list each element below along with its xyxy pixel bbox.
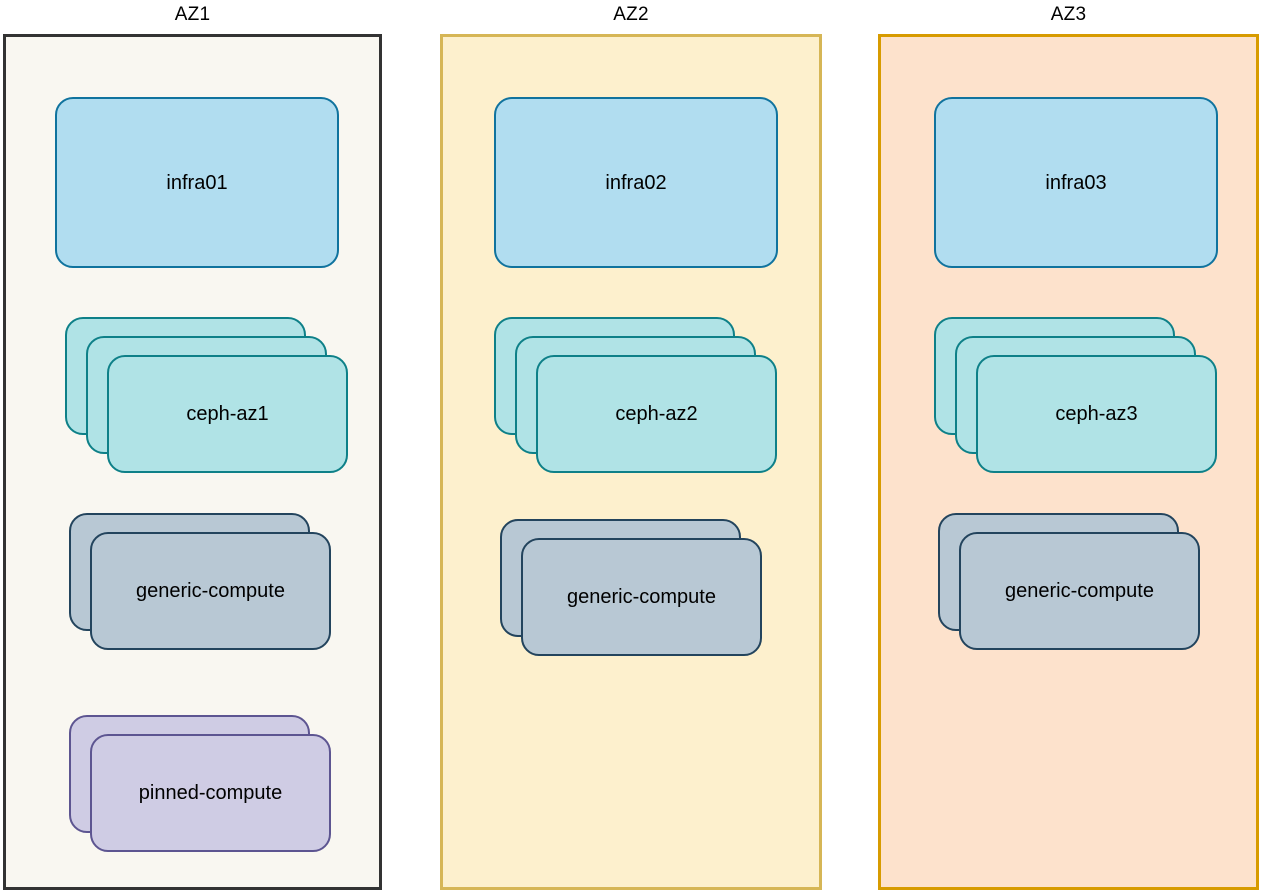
node-label-az2-ceph: ceph-az2	[615, 403, 698, 425]
az-title-az1: AZ1	[174, 4, 211, 25]
az-container-az1[interactable]: infra01 ceph-az1 generic-compute pinned-com…	[3, 34, 382, 890]
node-card-az3-infra[interactable]: infra03	[934, 97, 1218, 268]
node-label-az1-infra: infra01	[166, 171, 228, 194]
node-label-az3-infra: infra03	[1045, 171, 1107, 194]
node-card-az3-ceph[interactable]: ceph-az3	[976, 355, 1217, 473]
node-group-az1-generic: generic-compute	[69, 513, 331, 650]
node-label-az3-generic: generic-compute	[1005, 580, 1154, 602]
node-card-az1-ceph[interactable]: ceph-az1	[107, 355, 348, 473]
node-label-az3-ceph: ceph-az3	[1055, 403, 1138, 425]
node-group-az1-ceph: ceph-az1	[65, 317, 348, 473]
node-group-az1-infra: infra01	[55, 97, 339, 268]
node-label-az1-generic: generic-compute	[136, 580, 285, 602]
node-card-az2-generic[interactable]: generic-compute	[521, 538, 762, 656]
az-column-az1: AZ1 infra01 ceph-az1 generic-compute pinned-…	[3, 0, 382, 896]
node-label-az1-ceph: ceph-az1	[186, 403, 269, 425]
node-group-az3-infra: infra03	[934, 97, 1218, 268]
az-column-az2: AZ2 infra02 ceph-az2 generic-compute	[440, 0, 822, 896]
node-card-az3-generic[interactable]: generic-compute	[959, 532, 1200, 650]
az-title-az2: AZ2	[613, 4, 649, 25]
node-card-az2-ceph[interactable]: ceph-az2	[536, 355, 777, 473]
az-container-az3[interactable]: infra03 ceph-az3 generic-compute	[878, 34, 1259, 890]
node-card-az1-infra[interactable]: infra01	[55, 97, 339, 268]
az-container-az2[interactable]: infra02 ceph-az2 generic-compute	[440, 34, 822, 890]
node-label-az2-infra: infra02	[605, 171, 667, 194]
node-group-az3-ceph: ceph-az3	[934, 317, 1217, 473]
az-title-az3: AZ3	[1050, 4, 1087, 25]
node-group-az2-ceph: ceph-az2	[494, 317, 777, 473]
node-label-az2-generic: generic-compute	[567, 586, 716, 608]
node-group-az1-pinned: pinned-compute	[69, 715, 331, 852]
node-group-az2-infra: infra02	[494, 97, 778, 268]
node-group-az2-generic: generic-compute	[500, 519, 762, 656]
az-column-az3: AZ3 infra03 ceph-az3 generic-compute	[878, 0, 1259, 896]
node-label-az1-pinned: pinned-compute	[138, 782, 283, 804]
node-card-az1-pinned[interactable]: pinned-compute	[90, 734, 331, 852]
node-group-az3-generic: generic-compute	[938, 513, 1200, 650]
node-card-az2-infra[interactable]: infra02	[494, 97, 778, 268]
node-card-az1-generic[interactable]: generic-compute	[90, 532, 331, 650]
